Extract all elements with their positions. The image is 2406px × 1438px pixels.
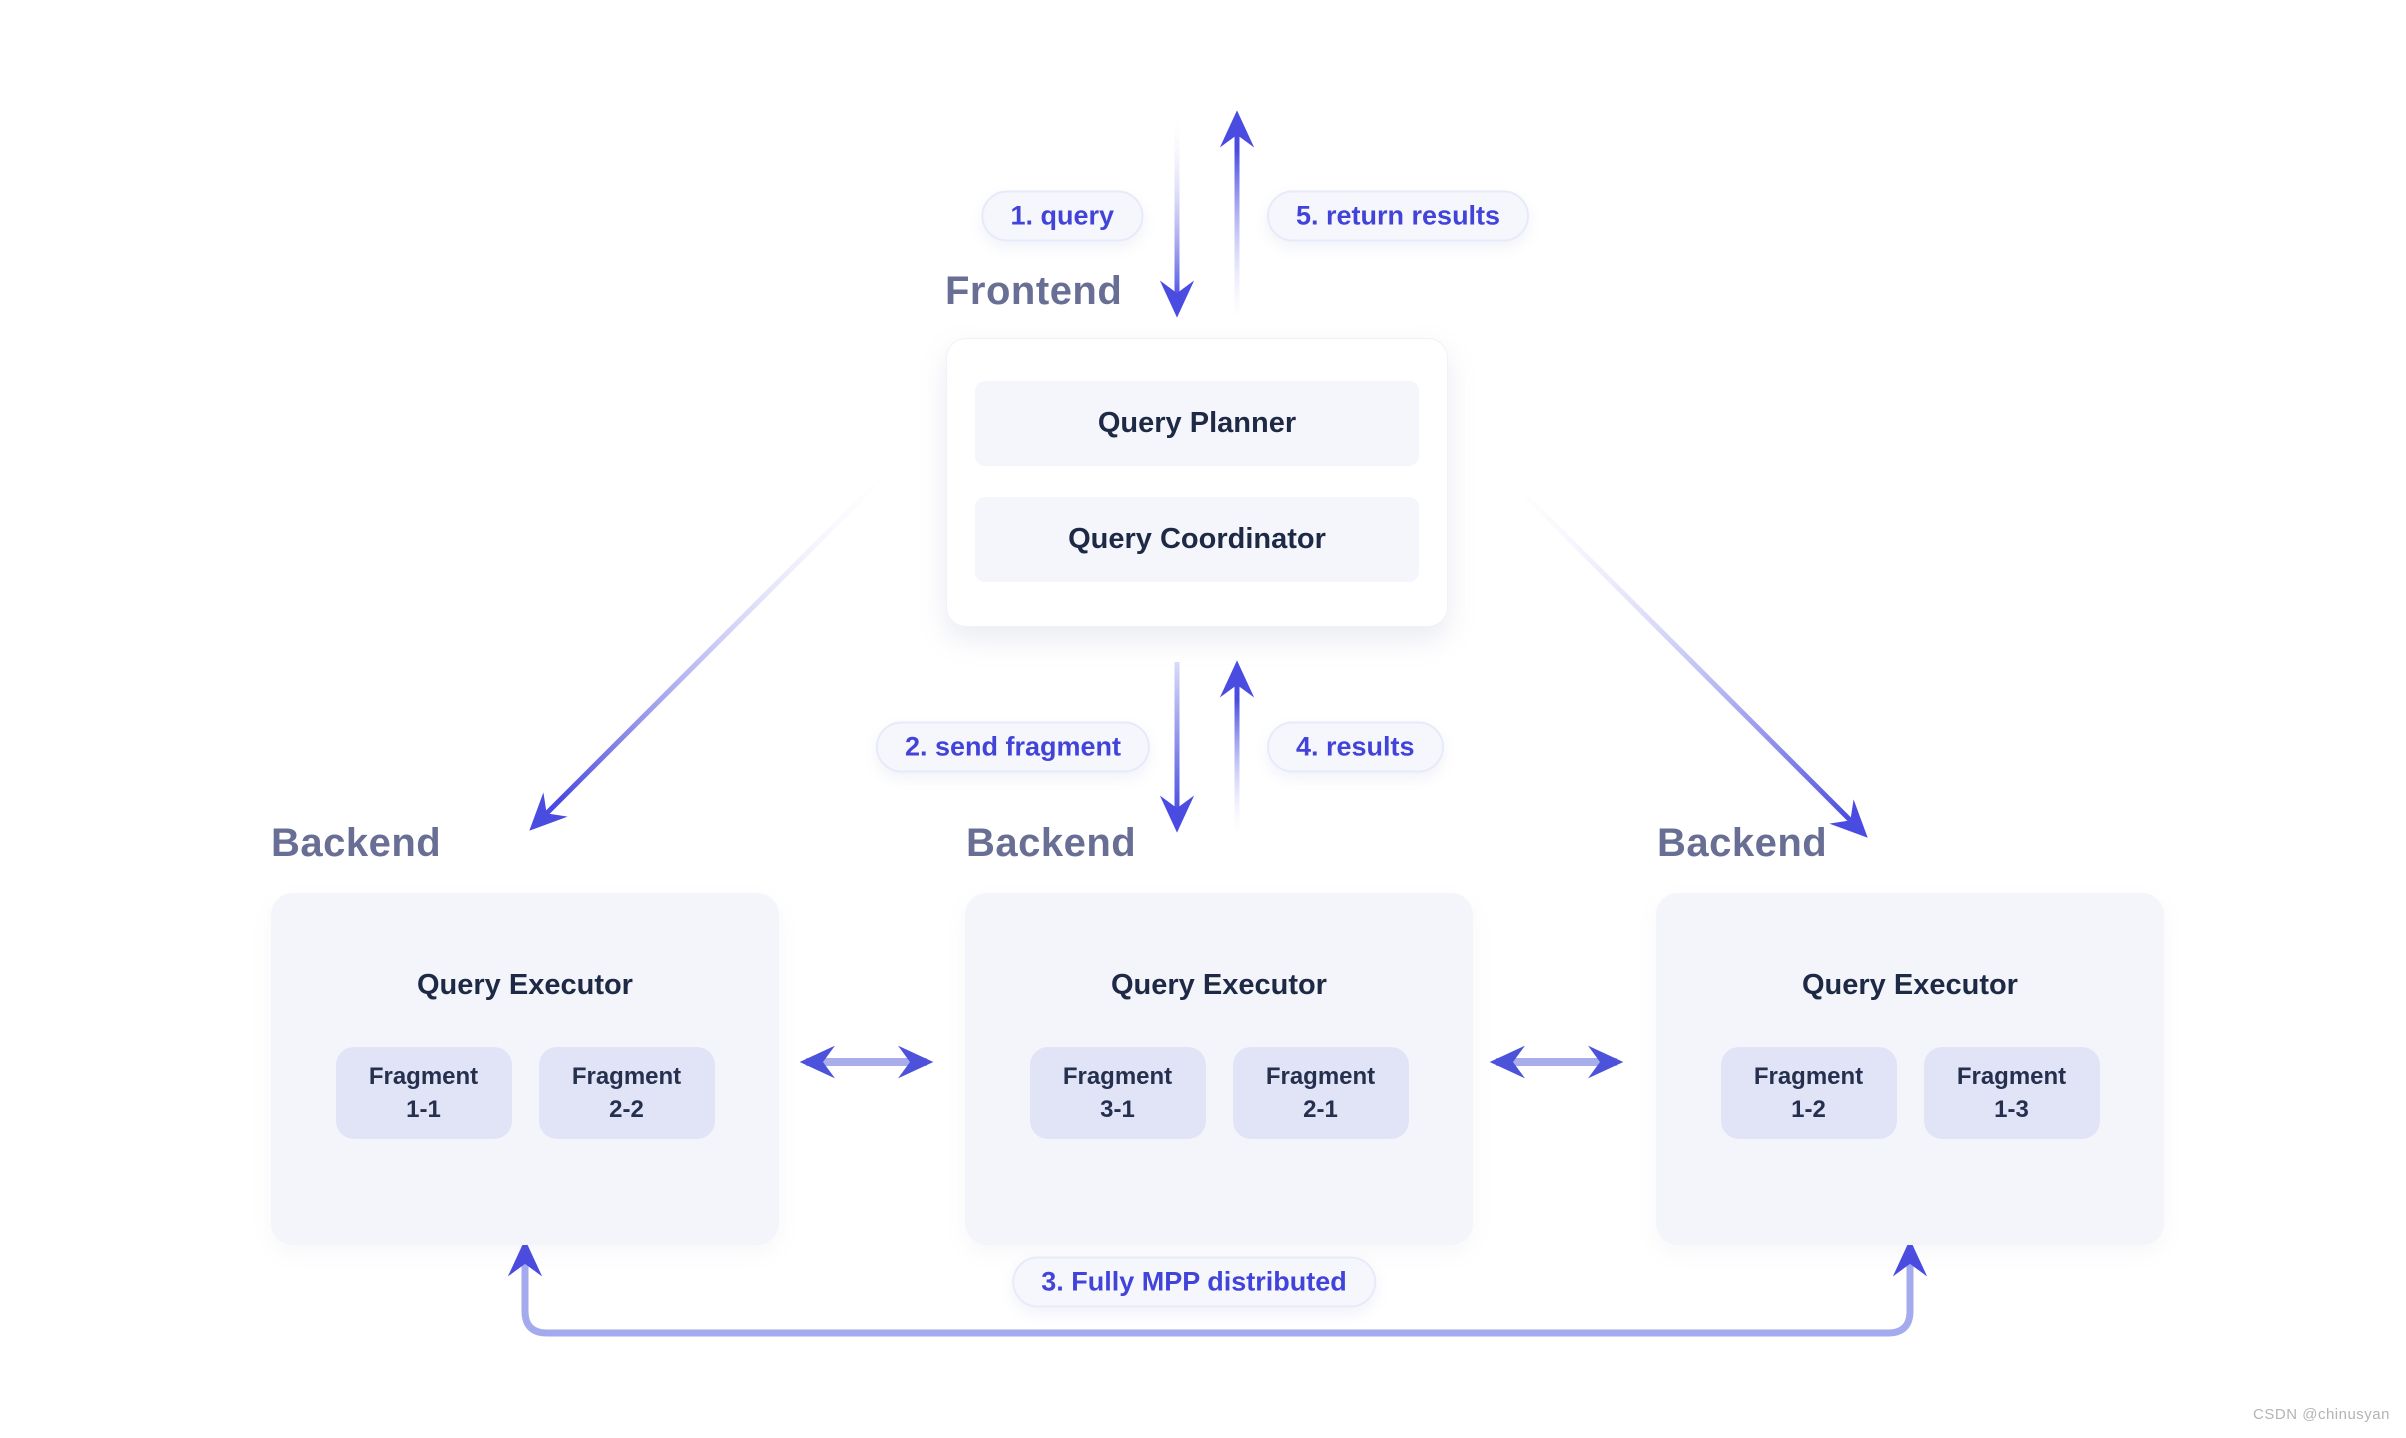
fragment-word: Fragment <box>571 1063 682 1090</box>
fragment-chip-2-2: Fragment 2-2 <box>538 1047 715 1139</box>
frontend-title: Frontend <box>945 269 1123 313</box>
backend-card-right: Query Executor Fragment 1-2 Fragment 1-3 <box>1656 893 2164 1245</box>
frontend-to-left-backend-arrow <box>529 461 899 831</box>
fragment-word: Fragment <box>368 1063 479 1090</box>
backend-title-right: Backend <box>1657 821 1828 865</box>
fragment-chip-2-1: Fragment 2-1 <box>1232 1047 1409 1139</box>
fragment-id: 2-2 <box>609 1096 644 1123</box>
fragment-word: Fragment <box>1265 1063 1376 1090</box>
frontend-card: Query Planner Query Coordinator <box>946 338 1448 627</box>
fragment-chip-1-2: Fragment 1-2 <box>1720 1047 1897 1139</box>
step-badge-mpp-distributed: 3. Fully MPP distributed <box>1012 1256 1376 1308</box>
query-executor-label: Query Executor <box>417 969 633 1001</box>
mpp-distribution-bracket-arrow <box>507 1239 1928 1337</box>
query-planner-box: Query Planner <box>975 381 1419 466</box>
fragment-chip-3-1: Fragment 3-1 <box>1029 1047 1206 1139</box>
fragment-id: 2-1 <box>1303 1096 1338 1123</box>
backend-card-left: Query Executor Fragment 1-1 Fragment 2-2 <box>271 893 779 1245</box>
fragment-id: 3-1 <box>1100 1096 1135 1123</box>
fragment-chip-1-1: Fragment 1-1 <box>335 1047 512 1139</box>
fragment-row: Fragment 1-2 Fragment 1-3 <box>1720 1047 2100 1139</box>
watermark: CSDN @chinusyan <box>2253 1406 2390 1423</box>
frontend-to-right-backend-arrow <box>1491 461 1868 838</box>
backend-title-middle: Backend <box>966 821 1137 865</box>
fragment-row: Fragment 3-1 Fragment 2-1 <box>1029 1047 1409 1139</box>
step-badge-query: 1. query <box>981 190 1143 242</box>
query-executor-label: Query Executor <box>1802 969 2018 1001</box>
fragment-id: 1-2 <box>1791 1096 1826 1123</box>
fragment-id: 1-1 <box>406 1096 441 1123</box>
query-executor-label: Query Executor <box>1111 969 1327 1001</box>
backend-card-middle: Query Executor Fragment 3-1 Fragment 2-1 <box>965 893 1473 1245</box>
step-badge-return-results: 5. return results <box>1267 190 1530 242</box>
fragment-word: Fragment <box>1062 1063 1173 1090</box>
fragment-row: Fragment 1-1 Fragment 2-2 <box>335 1047 715 1139</box>
fragment-id: 1-3 <box>1994 1096 2029 1123</box>
step-badge-results: 4. results <box>1267 721 1444 773</box>
query-coordinator-box: Query Coordinator <box>975 497 1419 582</box>
fragment-word: Fragment <box>1956 1063 2067 1090</box>
step-badge-send-fragment: 2. send fragment <box>875 721 1150 773</box>
backend-title-left: Backend <box>271 821 442 865</box>
fragment-word: Fragment <box>1753 1063 1864 1090</box>
fragment-chip-1-3: Fragment 1-3 <box>1923 1047 2100 1139</box>
